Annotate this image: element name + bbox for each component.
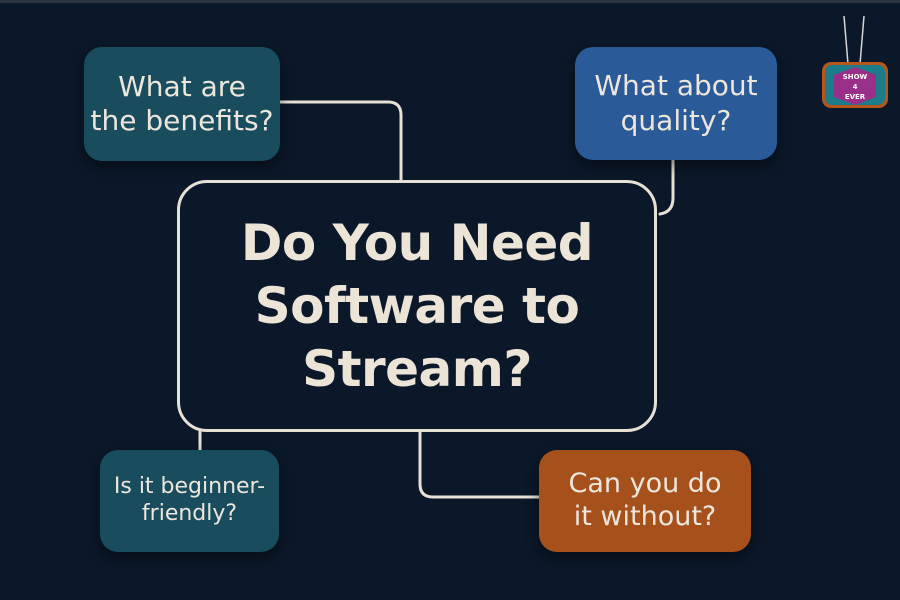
logo-line2: 4 bbox=[853, 83, 858, 91]
node-beginner: Is it beginner- friendly? bbox=[100, 450, 279, 552]
node-quality-label: What about quality? bbox=[594, 69, 758, 137]
node-without: Can you do it without? bbox=[539, 450, 751, 552]
node-benefits: What are the benefits? bbox=[84, 47, 280, 161]
node-quality: What about quality? bbox=[575, 47, 777, 160]
node-benefits-label: What are the benefits? bbox=[90, 69, 274, 137]
tv-icon: SHOW 4 EVER bbox=[822, 15, 888, 108]
node-without-label: Can you do it without? bbox=[568, 468, 722, 532]
logo-line1: SHOW bbox=[843, 73, 868, 81]
logo-line3: EVER bbox=[845, 93, 866, 101]
central-question-title: Do You Need Software to Stream? bbox=[240, 213, 594, 398]
central-question-box: Do You Need Software to Stream? bbox=[177, 180, 657, 432]
node-beginner-label: Is it beginner- friendly? bbox=[113, 474, 266, 526]
top-border bbox=[0, 0, 900, 3]
